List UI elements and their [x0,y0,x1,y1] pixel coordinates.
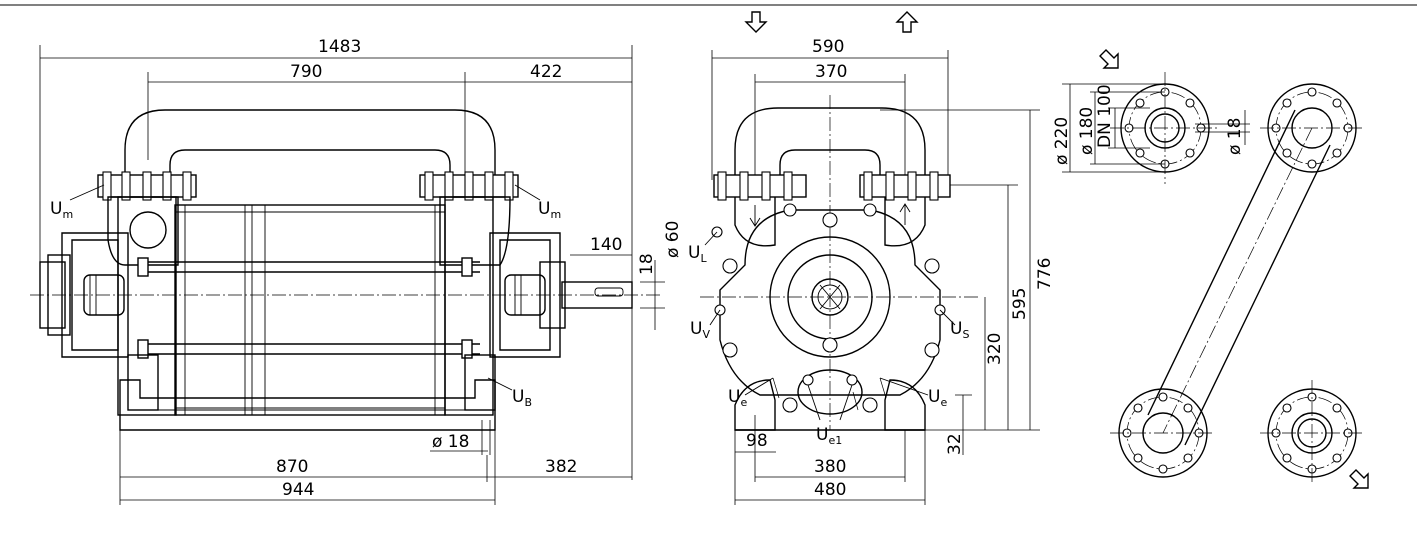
label-ue-left: Ue [728,387,747,409]
dim-front-height-total: 776 [1035,258,1055,290]
flange-bolts-left [102,171,192,201]
dim-flange-bolt-circle: ø 180 [1077,107,1097,155]
label-ue1: Ue1 [816,425,842,447]
arrow-up-outline-icon [895,11,919,33]
label-us: US [950,319,969,341]
dim-overall-length: 1483 [318,37,361,57]
label-ue-right: Ue [928,387,947,409]
dim-front-foot-span: 380 [814,457,846,477]
label-um-right: Um [538,199,561,221]
flange-bolts-right [424,171,514,201]
arrow-diagonal-down-right-icon [1349,469,1369,489]
dim-base-length: 944 [282,480,314,500]
flange-detail-view: ø 220 ø 180 DN 100 ø 18 [1052,49,1369,489]
dim-front-height-top: 595 [1010,288,1030,320]
dim-front-base-height: 32 [945,433,965,455]
dim-foot-hole: ø 18 [432,432,469,452]
label-ub: UB [512,387,532,409]
label-um-left: Um [50,199,73,221]
dim-manifold-span: 790 [290,62,322,82]
flange-bolt-holes-bottom-left [1122,392,1204,474]
dim-front-foot-offset: 98 [746,431,768,451]
dim-flange-nominal: DN 100 [1095,84,1115,148]
dim-shaft-dia: ø 60 [663,221,683,258]
dim-shaft-length: 140 [590,235,622,255]
dim-front-width: 590 [812,37,844,57]
dim-right-base: 382 [545,457,577,477]
dim-right-offset: 422 [530,62,562,82]
arrow-down-outline-icon [744,11,768,33]
arrow-diagonal-down-left-icon [1099,49,1119,69]
dim-foot-span: 870 [276,457,308,477]
dim-front-base-width: 480 [814,480,846,500]
dim-flange-hole: ø 18 [1225,118,1245,155]
dim-front-shaft-height: 320 [985,333,1005,365]
label-uv: UV [690,319,710,341]
dim-front-flange: 370 [815,62,847,82]
side-view: 1483 790 422 [0,4,1417,505]
dim-key: 18 [637,253,657,275]
dim-flange-outer: ø 220 [1052,117,1072,165]
label-ul: UL [688,243,707,265]
front-view: 590 370 [688,11,1055,505]
